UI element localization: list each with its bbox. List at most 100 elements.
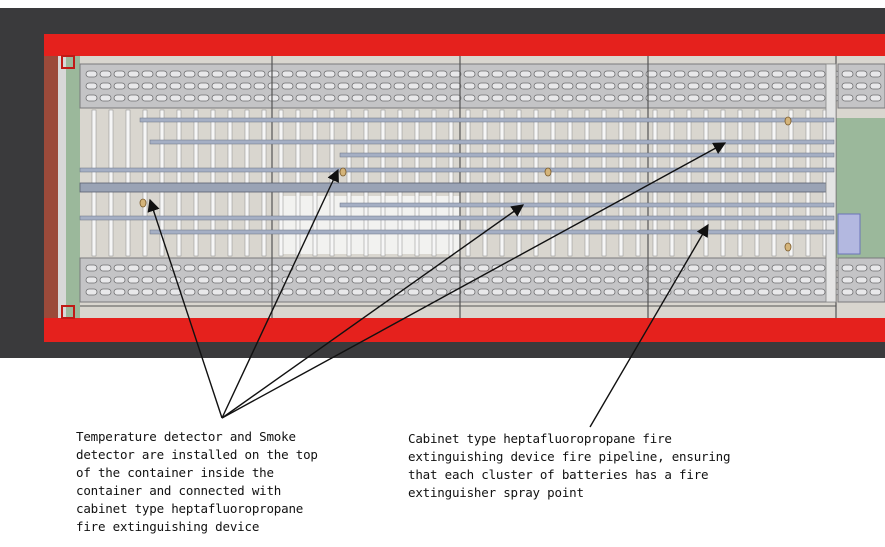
tray-slot — [323, 94, 336, 102]
detector — [784, 116, 792, 126]
tray-slot — [813, 70, 826, 78]
tray-slot — [421, 82, 434, 90]
tray-slot — [561, 264, 574, 272]
tray-slot — [239, 94, 252, 102]
tray-slot — [505, 276, 518, 284]
tray-slot — [869, 288, 882, 296]
detector — [139, 198, 147, 208]
tray-slot — [841, 276, 854, 284]
end-panel-left — [66, 56, 80, 318]
tray-slot — [183, 276, 196, 284]
tray-slot — [337, 82, 350, 90]
tray-slot — [197, 276, 210, 284]
tray-slot — [365, 70, 378, 78]
tray-slot — [617, 70, 630, 78]
tray-slot — [561, 82, 574, 90]
tray-slot — [813, 82, 826, 90]
tray-slot — [211, 94, 224, 102]
tray-slot — [631, 288, 644, 296]
tray-slot — [561, 276, 574, 284]
tray-slot — [127, 288, 140, 296]
tray-slot — [505, 94, 518, 102]
tray-slot — [547, 276, 560, 284]
tray-slot — [785, 70, 798, 78]
tray-slot — [379, 288, 392, 296]
tray-slot — [603, 94, 616, 102]
tray-slot — [407, 94, 420, 102]
tray-slot — [407, 70, 420, 78]
tray-slot — [491, 276, 504, 284]
tray-slot — [673, 94, 686, 102]
tray-slot — [589, 94, 602, 102]
tray-slot — [715, 276, 728, 284]
tray-slot — [309, 276, 322, 284]
tray-slot — [183, 94, 196, 102]
tray-slot — [575, 94, 588, 102]
tray-slot — [701, 82, 714, 90]
tray-slot — [743, 94, 756, 102]
tray-slot — [407, 82, 420, 90]
tray-slot — [141, 94, 154, 102]
tray-slot — [141, 276, 154, 284]
tray-slot — [533, 82, 546, 90]
tray-slot — [449, 276, 462, 284]
tray-slot — [337, 94, 350, 102]
tray-slot — [449, 94, 462, 102]
detector-callout-arrow — [221, 204, 525, 419]
tray-slot — [477, 70, 490, 78]
tray-slot — [785, 94, 798, 102]
tray-slot — [113, 82, 126, 90]
tray-slot — [757, 288, 770, 296]
tray-slot — [799, 70, 812, 78]
tray-slot — [337, 276, 350, 284]
tray-slot — [771, 288, 784, 296]
tray-slot — [701, 288, 714, 296]
fire-pipe — [149, 139, 835, 145]
tray-slot — [127, 276, 140, 284]
tray-slot — [855, 288, 868, 296]
tray-slot — [659, 82, 672, 90]
tray-slot — [743, 82, 756, 90]
tray-slot — [253, 276, 266, 284]
tray-slot — [701, 264, 714, 272]
tray-slot — [113, 264, 126, 272]
tray-slot — [351, 70, 364, 78]
tray-slot — [491, 94, 504, 102]
tray-slot — [379, 94, 392, 102]
tray-slot — [519, 264, 532, 272]
tray-slot — [435, 276, 448, 284]
tray-slot — [351, 264, 364, 272]
tray-slot — [855, 94, 868, 102]
tray-slot — [547, 288, 560, 296]
tray-slot — [631, 82, 644, 90]
tray-slot — [505, 82, 518, 90]
tray-slot — [603, 276, 616, 284]
tray-slot — [463, 264, 476, 272]
tray-slot — [183, 70, 196, 78]
tray-slot — [85, 264, 98, 272]
tray-slot — [435, 94, 448, 102]
tray-slot — [253, 94, 266, 102]
tray-slot — [659, 70, 672, 78]
tray-slot — [351, 288, 364, 296]
tray-slot — [155, 94, 168, 102]
tray-slot — [519, 82, 532, 90]
tray-slot — [603, 82, 616, 90]
tray-slot — [799, 288, 812, 296]
tray-slot — [799, 94, 812, 102]
tray-slot — [477, 264, 490, 272]
tray-slot — [435, 82, 448, 90]
tray-slot — [603, 264, 616, 272]
tray-slot — [225, 276, 238, 284]
detector-callout-arrow — [221, 142, 727, 419]
tray-slot — [393, 82, 406, 90]
tray-slot — [295, 70, 308, 78]
tray-slot — [715, 288, 728, 296]
fire-pipe — [139, 117, 835, 123]
tray-slot — [407, 264, 420, 272]
tray-slot — [225, 94, 238, 102]
tray-slot — [477, 276, 490, 284]
tray-slot — [813, 288, 826, 296]
tray-slot — [519, 70, 532, 78]
tray-slot — [771, 276, 784, 284]
